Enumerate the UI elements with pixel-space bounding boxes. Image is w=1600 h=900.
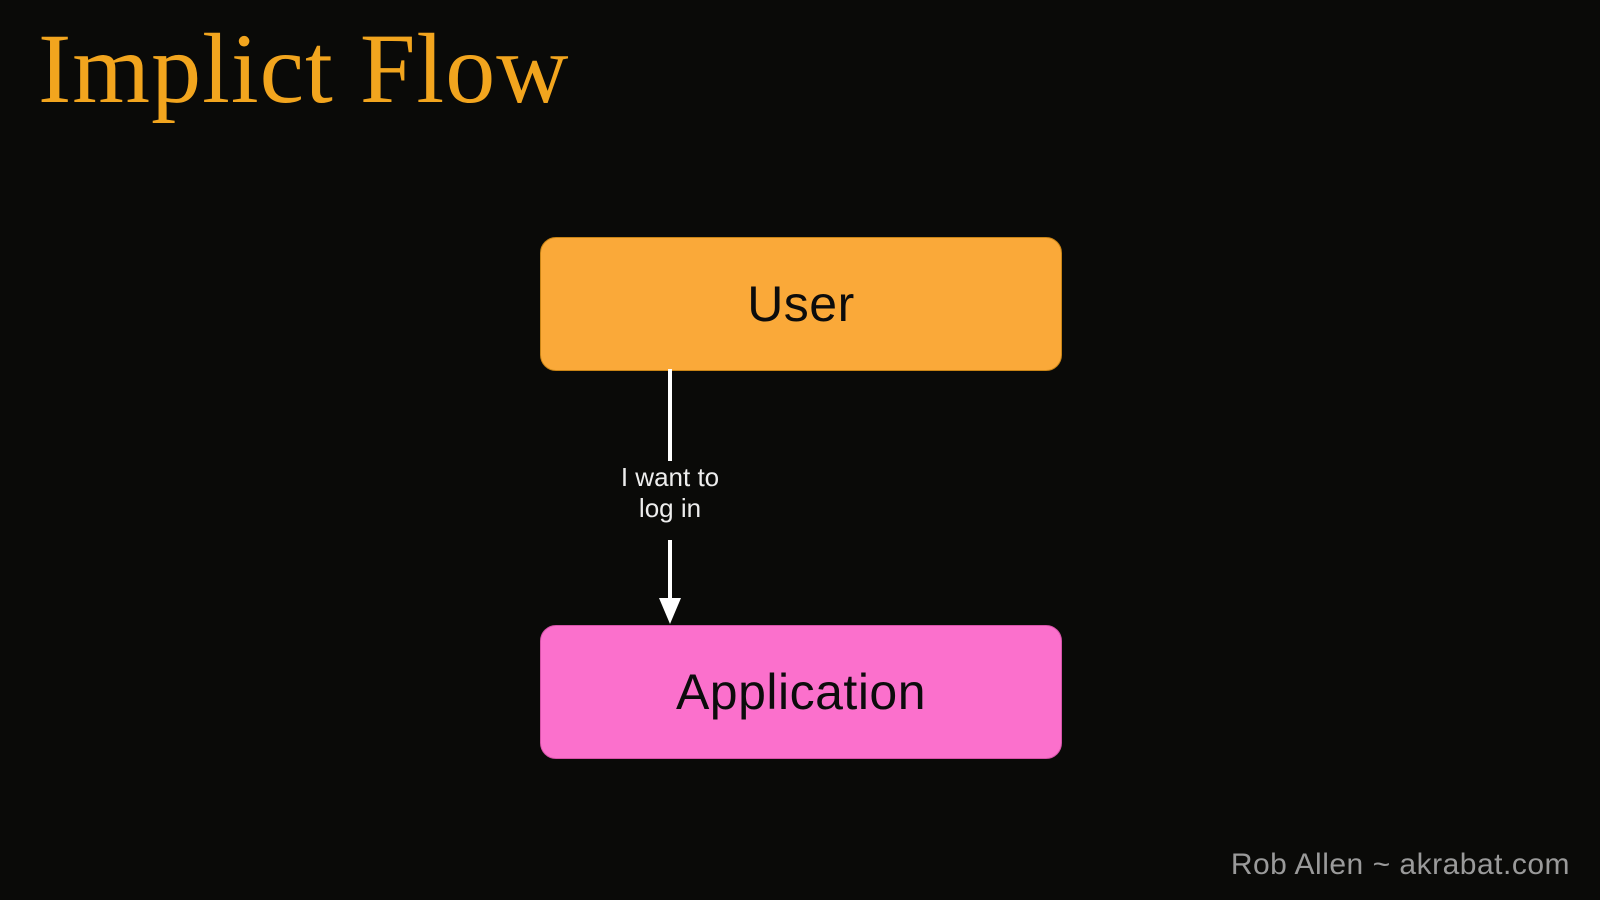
diagram-node-user: User (540, 237, 1062, 371)
edge-label-line1: I want to (620, 462, 720, 492)
diagram-node-application: Application (540, 625, 1062, 759)
edge-line-upper-segment (668, 369, 672, 461)
edge-label-line2: log in (638, 493, 702, 523)
edge-label: I want to log in (570, 462, 770, 524)
edge-line-lower-segment (668, 540, 672, 600)
diagram-node-user-label: User (747, 276, 855, 332)
diagram-node-application-label: Application (675, 664, 927, 720)
credit-text: Rob Allen ~ akrabat.com (1230, 848, 1570, 881)
arrow-down-icon (659, 598, 681, 624)
slide-title: Implict Flow (38, 13, 570, 124)
